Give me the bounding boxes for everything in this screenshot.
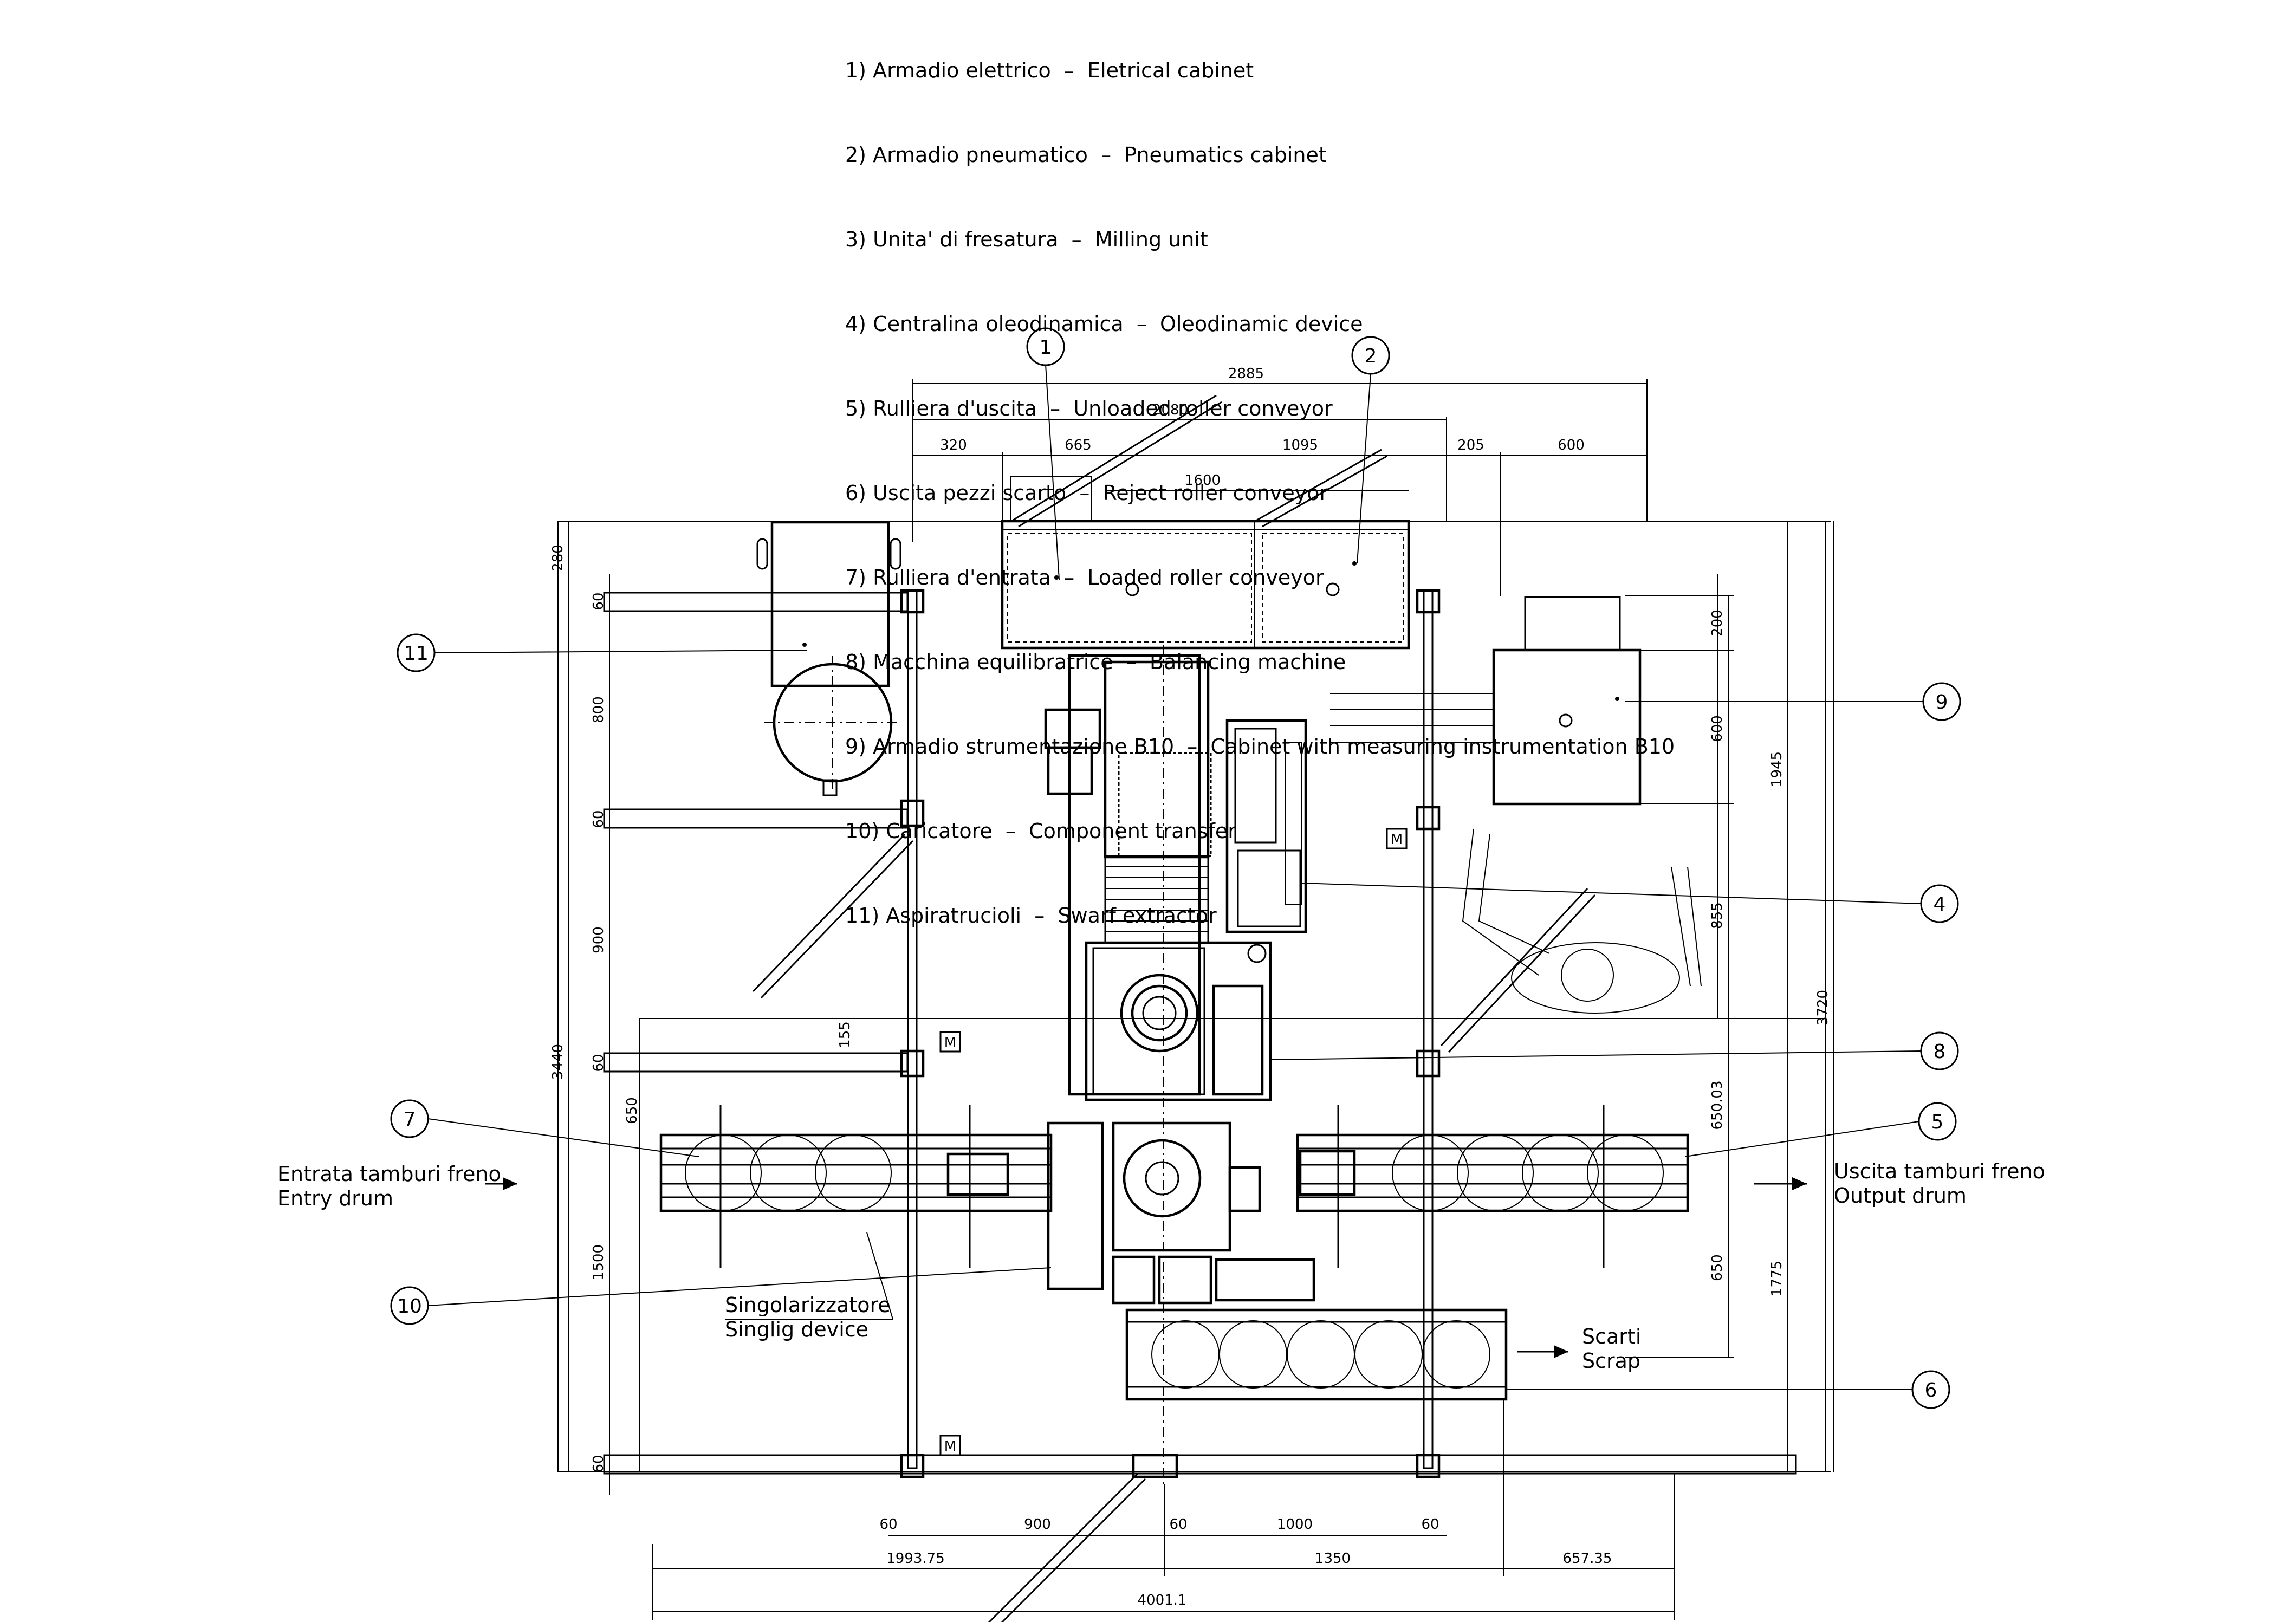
balloon-4: 4 xyxy=(1934,893,1946,916)
dim-right: 855 xyxy=(1709,902,1726,929)
instrumentation-cabinet xyxy=(1330,596,1642,806)
balloon-11: 11 xyxy=(404,643,429,665)
dimension-lines xyxy=(568,379,1834,1620)
dim-bottom: 60 xyxy=(1421,1516,1439,1533)
motor-label: M xyxy=(944,1035,956,1051)
motor-label: M xyxy=(1391,832,1403,848)
dim-top: 665 xyxy=(1065,437,1092,453)
dim-left: 650 xyxy=(624,1097,640,1124)
dim-top: 1095 xyxy=(1282,437,1318,453)
electrical-pneumatic-cabinet xyxy=(1001,476,1410,650)
output-label-en: Output drum xyxy=(1834,1184,1967,1208)
swarf-extractor xyxy=(756,521,901,796)
dim-right: 200 xyxy=(1709,609,1726,637)
hydraulic-unit xyxy=(1225,719,1307,933)
motor-symbols: M M M xyxy=(939,828,1408,1456)
dim-right: 1775 xyxy=(1769,1261,1785,1296)
balloon-8: 8 xyxy=(1934,1041,1946,1063)
legend-item: 10) Caricatore – Component transfer xyxy=(845,819,1236,843)
legend-item: 5) Rulliera d'uscita – Unloaded roller c… xyxy=(845,397,1333,420)
legend-item: 6) Uscita pezzi scarto – Reject roller c… xyxy=(845,481,1328,505)
dim-top: 320 xyxy=(940,437,967,453)
dim-top: 205 xyxy=(1457,437,1484,453)
balloon-6: 6 xyxy=(1925,1379,1937,1402)
legend-item: 11) Aspiratrucioli – Swarf extractor xyxy=(845,904,1217,927)
output-label-it: Uscita tamburi freno xyxy=(1834,1159,2045,1183)
dim-left: 60 xyxy=(591,810,607,828)
legend-item: 2) Armadio pneumatico – Pneumatics cabin… xyxy=(845,143,1327,167)
entry-roller-conveyor xyxy=(659,1105,1053,1268)
dim-right: 1945 xyxy=(1769,751,1785,787)
structure-frame xyxy=(557,394,1831,1622)
scrap-label-en: Scrap xyxy=(1582,1349,1640,1373)
dim-bottom: 1993.75 xyxy=(886,1550,945,1567)
dim-left: 60 xyxy=(591,1455,607,1472)
dim-bottom: 60 xyxy=(879,1516,897,1533)
dim-left: 900 xyxy=(591,926,607,953)
dim-right: 3720 xyxy=(1815,990,1831,1026)
dim-right: 650 xyxy=(1709,1254,1726,1281)
dim-left: 60 xyxy=(591,1054,607,1072)
singol-label-it: Singolarizzatore xyxy=(725,1293,891,1317)
dim-top: 1600 xyxy=(1185,472,1221,489)
balloon-10: 10 xyxy=(397,1295,422,1318)
dim-bottom: 1350 xyxy=(1315,1550,1351,1567)
balancing-machine xyxy=(1085,941,1272,1101)
dim-left: 155 xyxy=(837,1021,853,1048)
dim-left: 1500 xyxy=(591,1244,607,1280)
legend: 1) Armadio elettrico – Eletrical cabinet… xyxy=(845,0,1675,958)
legend-item: 4) Centralina oleodinamica – Oleodinamic… xyxy=(845,312,1363,336)
balloon-7: 7 xyxy=(404,1108,416,1131)
callout-balloons: 1 2 4 5 6 7 8 9 10 11 xyxy=(390,327,1961,1409)
dim-left: 60 xyxy=(591,592,607,610)
dim-bottom: 60 xyxy=(1169,1516,1187,1533)
entry-label-it: Entrata tamburi freno xyxy=(277,1162,501,1186)
dim-top: 2080 xyxy=(1152,402,1188,418)
component-loader xyxy=(1047,1121,1315,1305)
dim-bottom: 657.35 xyxy=(1563,1550,1612,1567)
milling-unit xyxy=(1044,645,1212,1484)
singol-label-en: Singlig device xyxy=(725,1318,868,1341)
legend-item: 1) Armadio elettrico – Eletrical cabinet xyxy=(845,59,1254,82)
operator-figure xyxy=(1462,828,1702,1014)
output-roller-conveyor xyxy=(1296,1105,1689,1268)
legend-item: 7) Rulliera d'entrata – Loaded roller co… xyxy=(845,566,1324,589)
dim-right: 650.03 xyxy=(1709,1081,1726,1130)
dim-left: 280 xyxy=(550,544,566,572)
entry-label-en: Entry drum xyxy=(277,1186,393,1210)
motor-label: M xyxy=(944,1438,956,1455)
dim-bottom: 4001.1 xyxy=(1138,1592,1187,1608)
balloon-5: 5 xyxy=(1931,1111,1944,1133)
dim-top: 2885 xyxy=(1228,366,1264,382)
reject-roller-conveyor xyxy=(1125,1308,1508,1401)
scrap-label-it: Scarti xyxy=(1582,1325,1641,1348)
flow-labels: Entrata tamburi freno Entry drum Uscita … xyxy=(277,1159,2045,1373)
balloon-2: 2 xyxy=(1365,345,1377,367)
dim-left: 800 xyxy=(591,696,607,723)
dim-right: 600 xyxy=(1709,715,1726,742)
balloon-9: 9 xyxy=(1936,691,1948,713)
legend-item: 3) Unita' di fresatura – Milling unit xyxy=(845,228,1208,251)
dimension-texts: 2885 2080 320 665 1095 205 600 1600 280 … xyxy=(550,366,1831,1608)
dim-left: 3440 xyxy=(550,1044,566,1080)
balloon-1: 1 xyxy=(1040,336,1052,359)
dim-bottom: 1000 xyxy=(1277,1516,1313,1533)
milling-bellows xyxy=(1104,855,1209,944)
dim-bottom: 900 xyxy=(1024,1516,1051,1533)
dim-top: 600 xyxy=(1558,437,1585,453)
